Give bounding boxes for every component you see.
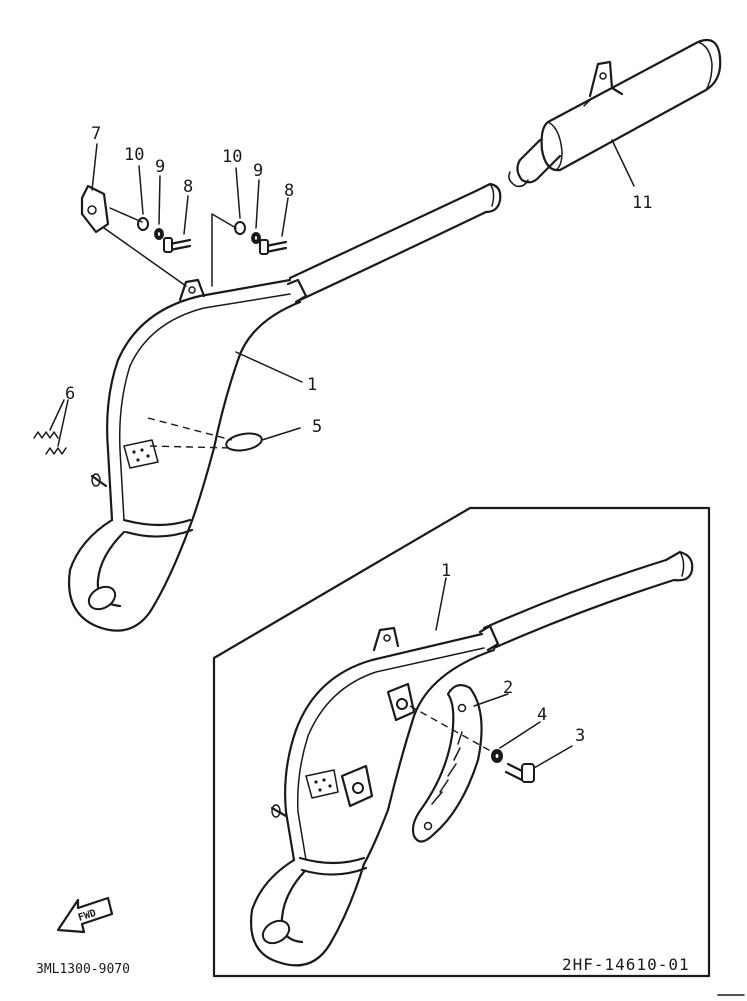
fwd-arrow-icon: FWD bbox=[56, 896, 114, 934]
muffler-part-11 bbox=[508, 38, 722, 188]
callout-10-left: 10 bbox=[124, 145, 144, 165]
callout-9-left: 9 bbox=[155, 157, 165, 177]
callout-7: 7 bbox=[91, 124, 101, 144]
bracket-part-7 bbox=[80, 184, 110, 234]
fastener-right-guide bbox=[211, 213, 237, 287]
fasteners-right bbox=[234, 221, 288, 255]
leader-7 bbox=[91, 143, 98, 191]
leader-8-left bbox=[183, 195, 189, 235]
callout-4: 4 bbox=[537, 705, 547, 725]
inset-frame bbox=[212, 506, 711, 978]
callout-11: 11 bbox=[632, 193, 652, 213]
washer-part-4 bbox=[491, 749, 503, 763]
leader-9-right bbox=[255, 179, 260, 229]
left-reference-code: 3ML1300-9070 bbox=[36, 962, 130, 977]
leader-1-inset bbox=[435, 577, 447, 631]
leader-9-left bbox=[158, 175, 161, 225]
leader-8-right bbox=[281, 197, 289, 237]
fasteners-left bbox=[137, 217, 192, 253]
right-reference-code: 2HF-14610-01 bbox=[562, 955, 690, 974]
callout-8-right: 8 bbox=[284, 181, 294, 201]
leader-4 bbox=[499, 721, 541, 749]
callout-1-upper: 1 bbox=[307, 375, 317, 395]
gasket-dashed-guide bbox=[147, 417, 233, 449]
callout-2: 2 bbox=[503, 678, 513, 698]
callout-6: 6 bbox=[65, 384, 75, 404]
leader-10-left bbox=[138, 165, 144, 215]
leader-7-to-body bbox=[103, 227, 187, 287]
callout-1-inset: 1 bbox=[441, 561, 451, 581]
callout-8-left: 8 bbox=[183, 177, 193, 197]
expansion-chamber-upper bbox=[68, 182, 502, 632]
leader-3 bbox=[533, 745, 573, 769]
callout-5: 5 bbox=[312, 417, 322, 437]
callout-3: 3 bbox=[575, 726, 585, 746]
leader-2 bbox=[473, 693, 509, 707]
springs-part-6 bbox=[33, 399, 69, 455]
leader-1-upper bbox=[235, 351, 303, 383]
callout-10-right: 10 bbox=[222, 147, 242, 167]
heat-guard-guide bbox=[409, 705, 497, 755]
gasket-part-5 bbox=[225, 432, 263, 452]
leader-10-right bbox=[235, 167, 241, 219]
expansion-chamber-inset bbox=[250, 550, 694, 967]
fwd-label: FWD bbox=[77, 908, 98, 924]
fastener-left-guide bbox=[109, 207, 143, 223]
leader-11 bbox=[611, 139, 635, 187]
callout-9-right: 9 bbox=[253, 161, 263, 181]
leader-5 bbox=[261, 427, 301, 441]
bolt-part-3 bbox=[504, 762, 535, 783]
heat-guard-part-2 bbox=[411, 683, 483, 843]
